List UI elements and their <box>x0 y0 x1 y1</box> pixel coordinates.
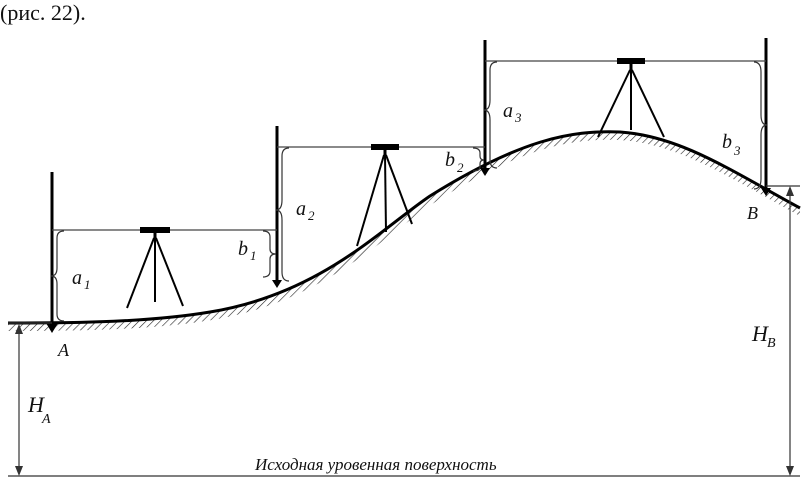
h-a-label: H <box>27 392 45 417</box>
a3-label: a <box>503 100 513 122</box>
b2-subscript: 2 <box>457 160 464 175</box>
figure-caption: (рис. 22). <box>0 0 86 25</box>
brace-a3 <box>483 61 498 169</box>
staff-a-foot <box>46 323 58 333</box>
a2-subscript: 2 <box>308 208 315 223</box>
point-b-label: B <box>747 203 758 223</box>
h-a-subscript: A <box>41 412 51 427</box>
point-a-label: A <box>57 340 70 360</box>
level-instrument-1 <box>126 227 184 309</box>
brace-a1 <box>50 230 65 322</box>
a1-label: a <box>72 267 82 289</box>
staff-point-2-foot <box>480 168 490 176</box>
brace-b3 <box>753 61 768 190</box>
h-b-label: H <box>751 321 769 346</box>
brace-b2 <box>472 147 485 172</box>
b3-subscript: 3 <box>733 143 741 158</box>
a2-label: a <box>296 198 306 220</box>
a1-subscript: 1 <box>84 277 91 292</box>
b1-subscript: 1 <box>250 248 257 263</box>
height-arrow-b <box>786 186 794 476</box>
b1-label: b <box>238 238 248 260</box>
h-b-subscript: B <box>767 336 776 351</box>
level-instrument-2 <box>356 144 413 247</box>
height-arrow-a <box>15 324 23 476</box>
a3-subscript: 3 <box>514 110 522 125</box>
b2-label: b <box>445 149 455 171</box>
brace-b1 <box>262 230 277 278</box>
ground-profile <box>7 130 801 325</box>
reference-surface-label: Исходная уровенная поверхность <box>255 455 497 474</box>
ground-hatching <box>8 131 800 331</box>
brace-a2 <box>275 147 290 282</box>
staff-b-foot <box>761 188 771 196</box>
staff-point-1-foot <box>272 280 282 288</box>
level-instrument-3 <box>597 58 665 138</box>
b3-label: b <box>722 131 732 153</box>
